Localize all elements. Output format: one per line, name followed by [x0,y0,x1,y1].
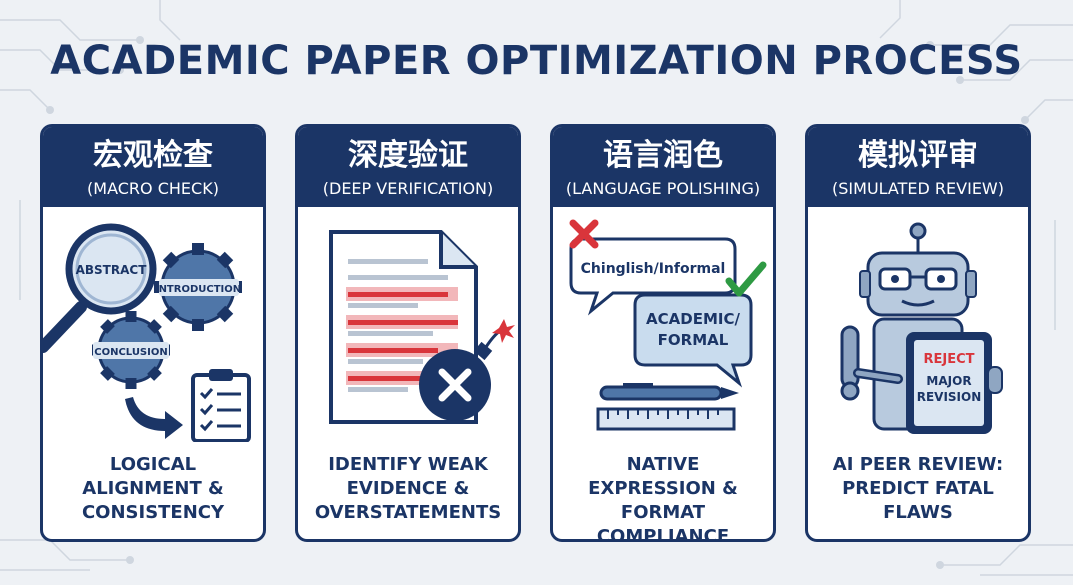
card-title-cn: 深度验证 [348,138,468,173]
major-text: MAJOR [926,374,971,388]
card-simulated-review: 模拟评审 (SIMULATED REVIEW) REJECT MAJOR [805,124,1031,542]
deep-verification-illustration [329,230,515,424]
reject-text: REJECT [923,352,974,367]
card-title-cn: 模拟评审 [858,138,978,173]
card-title-cn: 语言润色 [603,138,723,173]
formal-text-line1: ACADEMIC/ [646,310,740,328]
introduction-label: INTRODUCTION [155,284,241,295]
card-header: 深度验证 (DEEP VERIFICATION) [298,127,518,207]
card-header: 宏观检查 (MACRO CHECK) [43,127,263,207]
conclusion-label: CONCLUSION [94,347,167,358]
bomb-icon [419,319,515,421]
formal-text-line2: FORMAL [658,331,729,349]
abstract-label: ABSTRACT [76,263,148,277]
magnifier-icon [43,223,157,353]
revision-text: REVISION [917,390,982,404]
card-language-polishing: 语言润色 (LANGUAGE POLISHING) Chinglish/Info… [550,124,776,542]
gear-icon [92,311,170,389]
card-caption: LOGICAL ALIGNMENT & CONSISTENCY [81,454,225,523]
card-header: 模拟评审 (SIMULATED REVIEW) [808,127,1028,207]
clipboard-checklist-icon [191,369,251,442]
tablet-icon [906,332,1003,434]
card-title-en: (SIMULATED REVIEW) [832,179,1004,198]
card-macro-check: 宏观检查 (MACRO CHECK) INTRODUCTION [40,124,266,542]
card-title-en: (DEEP VERIFICATION) [322,179,494,198]
card-caption: AI PEER REVIEW: PREDICT FATAL FLAWS [832,454,1004,523]
ruler-icon [596,407,736,431]
card-title-cn: 宏观检查 [93,138,213,173]
card-deep-verification: 深度验证 (DEEP VERIFICATION) IDENTIFY WEAK E… [295,124,521,542]
check-icon [725,261,767,297]
arrow-icon [125,397,183,439]
card-header: 语言润色 (LANGUAGE POLISHING) [553,127,773,207]
formal-bubble [633,293,753,388]
pen-icon [599,383,739,401]
informal-text: Chinglish/Informal [581,261,726,277]
simulated-review-illustration: REJECT MAJOR REVISION [840,222,1003,434]
card-caption: NATIVE EXPRESSION & FORMAT COMPLIANCE [588,454,738,542]
cross-icon [569,219,599,249]
card-title-en: (MACRO CHECK) [87,179,219,198]
card-caption: IDENTIFY WEAK EVIDENCE & OVERSTATEMENTS [314,454,502,523]
card-title-en: (LANGUAGE POLISHING) [565,179,761,198]
language-polishing-illustration: Chinglish/Informal ACADEMIC/ FORMAL [569,219,767,431]
page-title: ACADEMIC PAPER OPTIMIZATION PROCESS [50,38,1023,84]
macro-check-illustration: INTRODUCTION CONCLUSION ABSTRACT [43,223,251,442]
gear-icon [154,243,242,331]
